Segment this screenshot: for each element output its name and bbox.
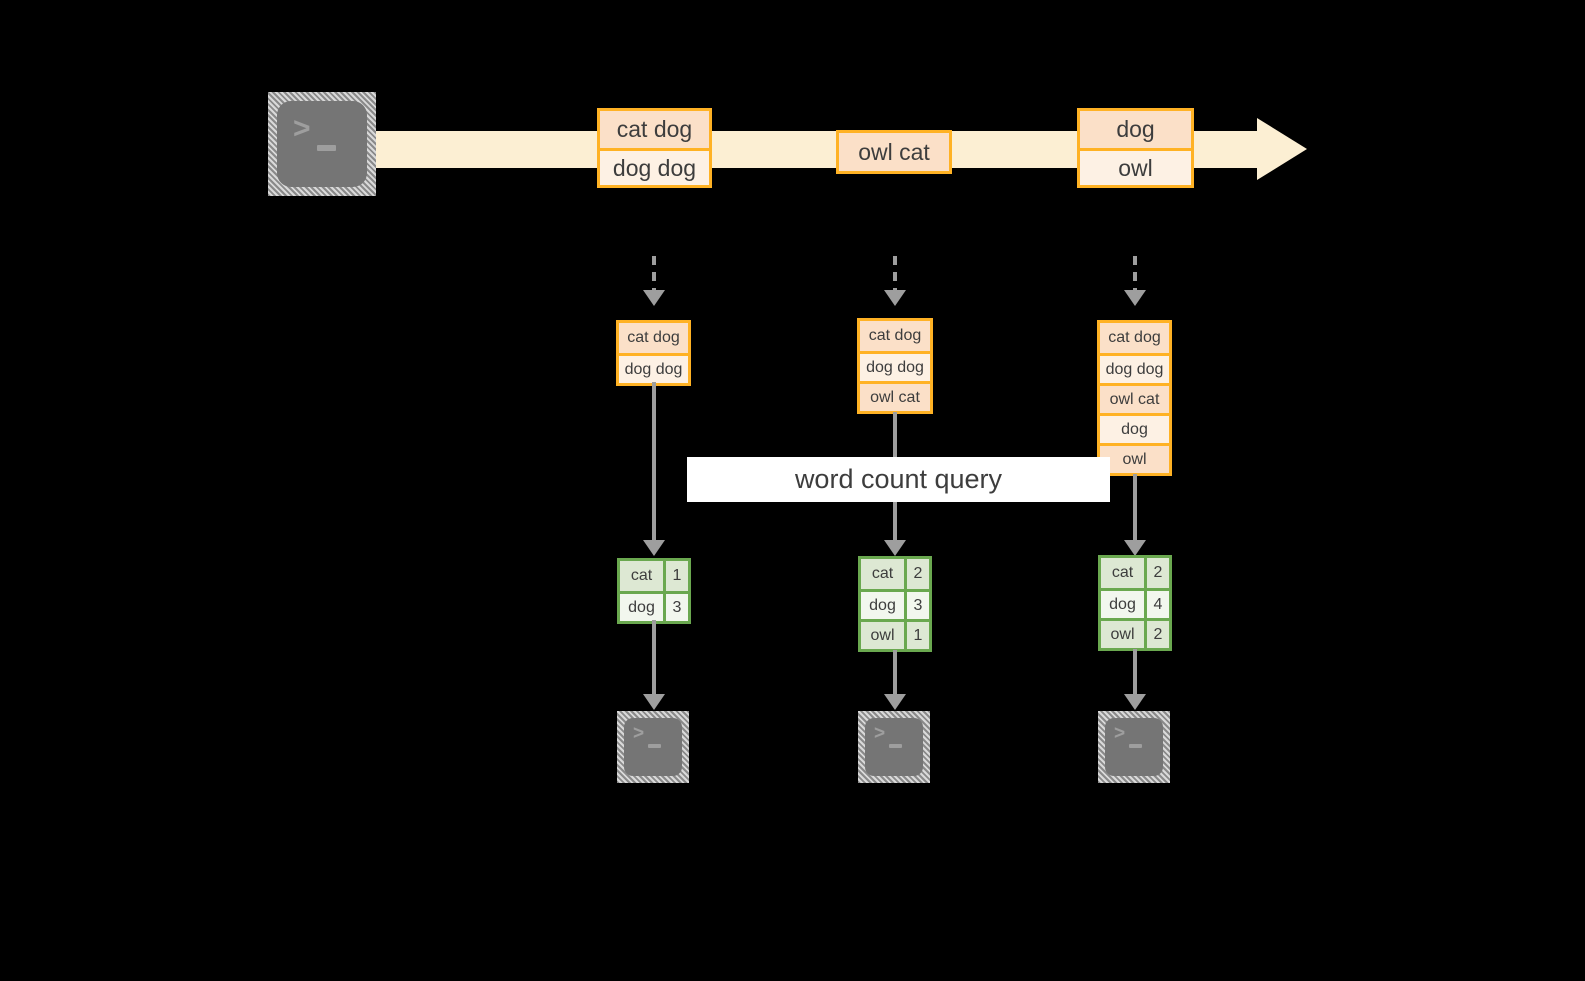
stream-record-line: owl cat (839, 133, 949, 171)
query-label-text: word count query (794, 464, 1003, 494)
result-count: 3 (907, 592, 929, 619)
terminal-prompt-icon-source: > (268, 92, 376, 196)
snapshot-line: cat dog (619, 323, 688, 353)
result-row: owl 2 (1101, 618, 1169, 648)
snapshot-line: owl cat (860, 381, 930, 411)
snapshot-tap-line-2 (893, 256, 897, 292)
prompt-cursor-glyph (1129, 744, 1142, 748)
result-count: 2 (1147, 621, 1169, 648)
result-word: cat (861, 559, 907, 589)
stream-record-2: owl cat (836, 130, 952, 174)
stream-arrowhead-icon (1257, 118, 1307, 180)
result-count: 1 (907, 622, 929, 649)
snapshot-line: cat dog (860, 321, 930, 351)
prompt-chevron-glyph: > (293, 112, 311, 145)
stream-record-line: owl (1080, 148, 1191, 185)
prompt-cursor-glyph (317, 145, 336, 151)
result-row: dog 3 (861, 589, 929, 619)
sink-line-1 (652, 620, 656, 698)
terminal-screen: > (277, 101, 367, 187)
result-row: owl 1 (861, 619, 929, 649)
prompt-cursor-glyph (648, 744, 661, 748)
snapshot-tap-arrowhead-3 (1124, 290, 1146, 306)
terminal-screen: > (865, 718, 923, 776)
result-table-3: cat 2 dog 4 owl 2 (1098, 555, 1172, 651)
snapshot-tap-arrowhead-1 (643, 290, 665, 306)
result-word: owl (861, 622, 907, 649)
result-count: 2 (1147, 558, 1169, 588)
terminal-prompt-icon-sink-1: > (617, 711, 689, 783)
result-word: dog (861, 592, 907, 619)
result-word: cat (1101, 558, 1147, 588)
query-arrowhead-3 (1124, 540, 1146, 556)
result-count: 3 (666, 594, 688, 621)
result-count: 2 (907, 559, 929, 589)
result-row: dog 3 (620, 591, 688, 621)
stream-record-line: dog (1080, 111, 1191, 148)
result-word: dog (620, 594, 666, 621)
stream-record-1: cat dog dog dog (597, 108, 712, 188)
snapshot-line: owl (1100, 443, 1169, 473)
sink-line-3 (1133, 649, 1137, 698)
stream-record-line: dog dog (600, 148, 709, 185)
result-table-2: cat 2 dog 3 owl 1 (858, 556, 932, 652)
terminal-screen: > (1105, 718, 1163, 776)
result-row: cat 1 (620, 561, 688, 591)
terminal-prompt-icon-sink-2: > (858, 711, 930, 783)
snapshot-line: cat dog (1100, 323, 1169, 353)
stream-record-line: cat dog (600, 111, 709, 148)
snapshot-tap-line-1 (652, 256, 656, 292)
sink-arrowhead-2 (884, 694, 906, 710)
snapshot-tap-line-3 (1133, 256, 1137, 292)
result-count: 4 (1147, 591, 1169, 618)
prompt-chevron-glyph: > (1114, 723, 1126, 744)
snapshot-line: dog dog (619, 353, 688, 383)
prompt-chevron-glyph: > (633, 723, 645, 744)
terminal-screen: > (624, 718, 682, 776)
stream-record-3: dog owl (1077, 108, 1194, 188)
query-line-1 (652, 382, 656, 544)
snapshot-line: dog dog (860, 351, 930, 381)
result-row: cat 2 (1101, 558, 1169, 588)
result-table-1: cat 1 dog 3 (617, 558, 691, 624)
prompt-cursor-glyph (889, 744, 902, 748)
result-word: owl (1101, 621, 1147, 648)
query-arrowhead-2 (884, 540, 906, 556)
snapshot-tap-arrowhead-2 (884, 290, 906, 306)
snapshot-line: owl cat (1100, 383, 1169, 413)
query-label: word count query (687, 457, 1110, 502)
result-row: dog 4 (1101, 588, 1169, 618)
snapshot-table-2: cat dog dog dog owl cat (857, 318, 933, 414)
query-arrowhead-1 (643, 540, 665, 556)
snapshot-table-1: cat dog dog dog (616, 320, 691, 386)
query-line-3 (1133, 474, 1137, 544)
snapshot-line: dog dog (1100, 353, 1169, 383)
sink-arrowhead-3 (1124, 694, 1146, 710)
result-count: 1 (666, 561, 688, 591)
terminal-prompt-icon-sink-3: > (1098, 711, 1170, 783)
result-word: cat (620, 561, 666, 591)
snapshot-line: dog (1100, 413, 1169, 443)
result-row: cat 2 (861, 559, 929, 589)
snapshot-table-3: cat dog dog dog owl cat dog owl (1097, 320, 1172, 476)
sink-line-2 (893, 650, 897, 698)
prompt-chevron-glyph: > (874, 723, 886, 744)
result-word: dog (1101, 591, 1147, 618)
sink-arrowhead-1 (643, 694, 665, 710)
